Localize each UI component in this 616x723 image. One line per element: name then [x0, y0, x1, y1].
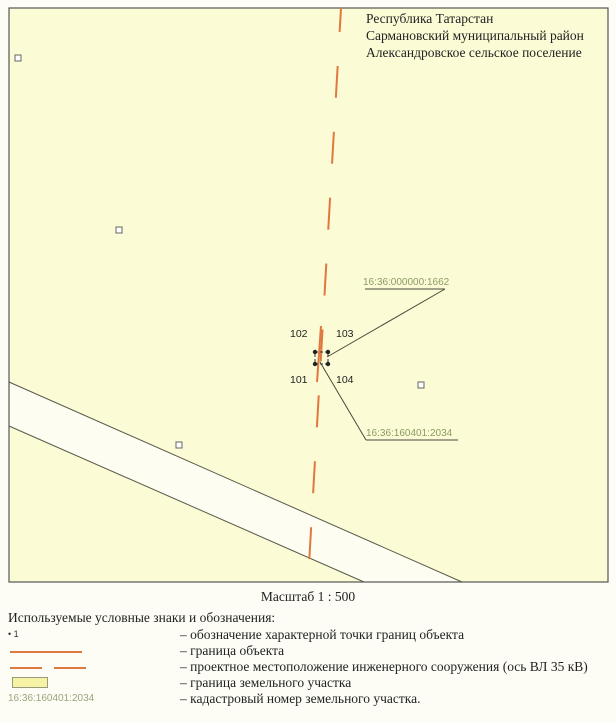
point-label-103: 103 — [336, 328, 354, 340]
point-104-icon — [325, 361, 331, 367]
power-line-axis — [307, 7, 342, 583]
map-scale: Масштаб 1 : 500 — [260, 589, 356, 604]
legend-title: Используемые условные знаки и обозначени… — [8, 610, 276, 625]
object-boundary-line — [316, 325, 322, 383]
survey-marker-icon — [175, 441, 183, 449]
survey-marker-icon — [14, 54, 22, 62]
leader-line-1662 — [326, 288, 446, 358]
legend-text: – обозначение характерной точки границ о… — [180, 627, 465, 642]
survey-marker-icon — [417, 381, 425, 389]
cadastral-number-sample: 16:36:160401:2034 — [8, 693, 95, 704]
legend-item-power-line: – проектное местоположение инженерного с… — [8, 659, 608, 675]
point-label-102: 102 — [290, 328, 308, 340]
map-header: Республика Татарстан Сармановский муници… — [366, 10, 584, 61]
parcel-boundary-upper — [8, 381, 463, 583]
solid-line-icon — [10, 651, 82, 653]
point-marker-icon: • 1 — [8, 629, 19, 639]
survey-marker-icon — [115, 226, 123, 234]
legend-item-point: • 1 – обозначение характерной точки гран… — [8, 627, 608, 643]
legend-symbol — [8, 643, 158, 659]
parcel-boundary-lower — [8, 425, 365, 583]
legend-point-symbol: • 1 — [8, 627, 158, 643]
legend-item-parcel-boundary: – граница земельного участка — [8, 675, 608, 691]
cadastral-map: Республика Татарстан Сармановский муници… — [8, 7, 609, 583]
legend-item-cadastral-number: 16:36:160401:2034 – кадастровый номер зе… — [8, 691, 608, 707]
legend-symbol: 16:36:160401:2034 — [8, 691, 158, 707]
point-101-icon — [312, 361, 318, 367]
point-label-104: 104 — [336, 374, 354, 386]
legend-symbol — [8, 659, 158, 675]
dashed-line-icon — [10, 667, 42, 669]
legend-item-object-boundary: – граница объекта — [8, 643, 608, 659]
point-102-icon — [312, 349, 318, 355]
parcel-fill-icon — [12, 677, 48, 688]
dashed-line-icon — [54, 667, 86, 669]
cadastral-label-1662: 16:36:000000:1662 — [363, 277, 450, 288]
point-103-icon — [325, 349, 331, 355]
land-area — [9, 8, 608, 582]
leader-line-2034 — [319, 361, 367, 441]
map-frame — [8, 7, 609, 583]
cadastral-label-2034: 16:36:160401:2034 — [366, 428, 453, 439]
header-district: Сармановский муниципальный район — [366, 28, 584, 43]
header-region: Республика Татарстан — [366, 11, 494, 26]
legend-text: – кадастровый номер земельного участка. — [180, 691, 421, 706]
legend-text: – граница объекта — [180, 643, 285, 658]
header-settlement: Александровское сельское поселение — [366, 45, 582, 60]
legend-text: – граница земельного участка — [180, 675, 352, 690]
legend-text: – проектное местоположение инженерного с… — [180, 659, 588, 674]
map-canvas — [8, 7, 609, 583]
point-label-101: 101 — [290, 374, 308, 386]
legend-symbol — [8, 675, 158, 691]
